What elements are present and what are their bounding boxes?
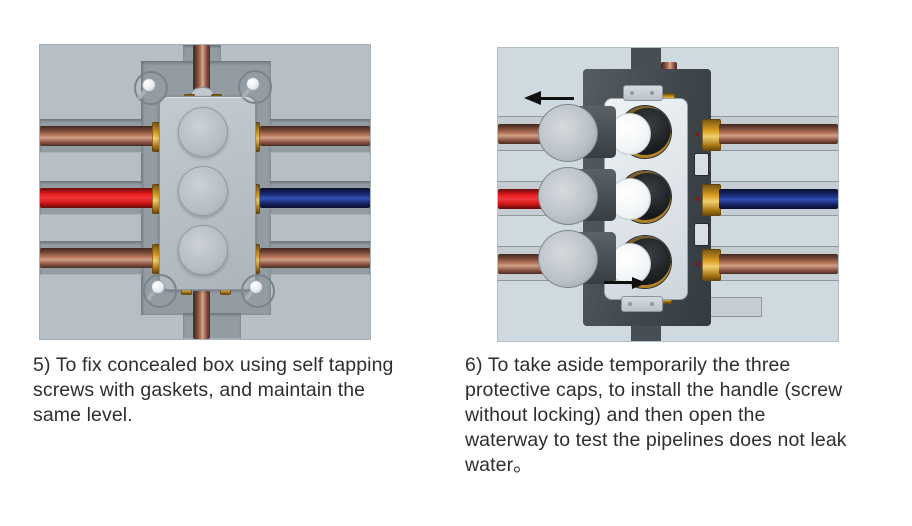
remove-caps-arrow-icon bbox=[524, 91, 574, 105]
mounting-tab-top bbox=[623, 85, 663, 101]
screw-gasket bbox=[241, 274, 275, 308]
copper-pipe-right-bottom bbox=[260, 248, 370, 268]
protective-cap-bottom bbox=[178, 225, 228, 275]
self-tapping-screw bbox=[246, 77, 260, 91]
caption-line: water。 bbox=[465, 454, 533, 476]
self-tapping-screw bbox=[249, 280, 263, 294]
tab-screw bbox=[630, 91, 634, 95]
caption-line: without locking) and then open the bbox=[465, 404, 766, 426]
indicator-dot bbox=[695, 197, 699, 201]
screw-gasket bbox=[143, 274, 177, 308]
bracket-cutout bbox=[694, 153, 709, 176]
caption-line: 5) To fix concealed box using self tappi… bbox=[33, 354, 394, 376]
caption-line: waterway to test the pipelines does not … bbox=[465, 429, 847, 451]
mounting-tab-bottom bbox=[621, 296, 663, 312]
protective-cap-bottom bbox=[538, 230, 598, 288]
caption-line: protective caps, to install the handle (… bbox=[465, 379, 843, 401]
protective-cap-middle bbox=[538, 167, 598, 225]
protective-cap-top bbox=[538, 104, 598, 162]
step6-illustration bbox=[497, 47, 839, 342]
copper-pipe-bottom-vertical bbox=[193, 291, 210, 339]
cold-water-pipe-blue bbox=[719, 189, 838, 209]
copper-pipe-left-bottom bbox=[40, 248, 153, 268]
hot-water-pipe-red bbox=[40, 188, 153, 208]
valve-spindle-middle bbox=[609, 178, 651, 220]
arrow-shaft bbox=[539, 97, 574, 100]
screw-gasket bbox=[134, 71, 168, 105]
arrow-head bbox=[632, 277, 647, 289]
tab-screw bbox=[650, 91, 654, 95]
caption-line: screws with gaskets, and maintain the bbox=[33, 379, 366, 401]
caption-line: same level. bbox=[33, 404, 133, 426]
self-tapping-screw bbox=[151, 280, 165, 294]
wall-channel-bottom bbox=[183, 313, 241, 339]
indicator-dot bbox=[695, 262, 699, 266]
bracket-cutout bbox=[694, 223, 709, 246]
step5-caption: 5) To fix concealed box using self tappi… bbox=[33, 353, 457, 428]
mounting-band-top bbox=[631, 48, 661, 72]
arrow-head bbox=[524, 91, 541, 105]
protective-cap-top bbox=[178, 107, 228, 157]
cold-water-pipe-blue bbox=[260, 188, 370, 208]
self-tapping-screw bbox=[142, 78, 156, 92]
copper-pipe-right-top bbox=[260, 126, 370, 146]
copper-pipe-top-vertical bbox=[193, 45, 210, 93]
step5-illustration bbox=[39, 44, 371, 340]
tab-screw bbox=[628, 302, 632, 306]
copper-pipe-right-bottom bbox=[719, 254, 838, 274]
screw-gasket bbox=[238, 70, 272, 104]
arrow-shaft bbox=[604, 281, 634, 284]
tab-screw bbox=[650, 302, 654, 306]
protective-cap-middle bbox=[178, 166, 228, 216]
mounting-band-bottom bbox=[631, 322, 661, 341]
copper-pipe-right-top bbox=[719, 124, 838, 144]
step6-caption: 6) To take aside temporarily the three p… bbox=[465, 353, 899, 478]
caption-line: 6) To take aside temporarily the three bbox=[465, 354, 791, 376]
copper-pipe-left-top bbox=[40, 126, 153, 146]
indicator-dot bbox=[695, 132, 699, 136]
open-waterway-arrow-icon bbox=[604, 277, 647, 289]
